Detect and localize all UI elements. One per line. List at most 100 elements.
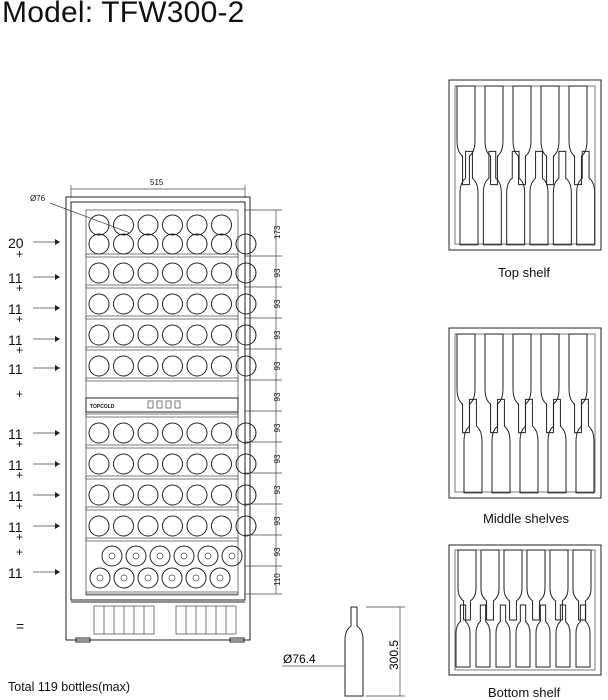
shelf-rail [85,377,239,382]
bottle-end [137,324,159,346]
shelf-bottle [547,398,567,494]
count-arrowhead [55,569,60,575]
page-title: Model: TFW300-2 [2,0,245,29]
bottle-end [113,484,134,506]
control-panel [85,397,239,413]
plus-sign: + [16,247,23,261]
bottle-end [186,233,208,255]
caption-middle-shelves: Middle shelves [483,511,569,526]
shelf-bottle [576,150,596,246]
bottle-end [162,484,183,506]
bottle-end [235,422,257,444]
bottle-end [88,515,110,537]
bottle-end-neck [204,552,212,560]
shelf-bottle [455,604,471,668]
bottle-end [125,545,147,567]
shelf-bottle [555,604,571,668]
shelf-bottle [512,333,532,434]
shelf-rail [85,253,239,258]
bottle-end [209,567,231,589]
bottle-end [113,453,134,475]
bottle-end-neck [180,552,188,560]
bottle-end [88,422,110,444]
bottle-end [113,214,134,236]
shelf-rail [85,537,239,542]
bottle-end [137,262,159,284]
shelf-bottle [568,85,588,186]
shelf-bottle [568,333,588,434]
diameter-label: Ø76 [30,194,46,203]
bottle-end [88,355,110,377]
vent-grille-right [175,605,237,635]
shelf-rail [85,346,239,351]
shelf-bottle [484,85,504,186]
shelf-count: 11 [8,488,23,504]
plus-sign: + [16,312,23,326]
bottle-end [113,355,134,377]
plus-sign: + [16,499,23,513]
cabinet-outline [65,196,251,641]
bottle-end [235,233,257,255]
dim-label: 110 [273,573,282,586]
count-arrowhead [55,305,60,311]
bottle-end [88,262,110,284]
bottle-end [235,293,257,315]
bottle-end [162,355,183,377]
shelf-bottle [484,333,504,434]
bottle-end [88,293,110,315]
bottle-profile [282,606,405,697]
bottle-end [211,233,232,255]
shelves [85,253,239,596]
bottle-end [113,324,134,346]
bottle-end [88,214,110,236]
bottle-end [186,515,208,537]
shelf-rail [85,591,239,596]
caption-top-shelf: Top shelf [498,265,551,280]
bottle-end [235,355,257,377]
bottle-end-neck [216,574,224,582]
bottle-end [137,515,159,537]
bottle-end [162,233,183,255]
bottle-end [211,324,232,346]
total-bottles: Total 119 bottles(max) [8,680,131,694]
count-arrowhead [55,336,60,342]
shelf-bottle [475,604,491,668]
bottle-end [211,355,232,377]
shelf-count: 11 [8,565,23,581]
shelf-tray [454,549,596,671]
shelf-count: 11 [8,332,23,348]
bottle-end [211,262,232,284]
plus-sign: + [16,545,23,559]
count-arrowhead [55,274,60,280]
shelf-bottle [456,333,476,434]
bottle-end [149,545,171,567]
shelf-bottle [549,549,569,621]
shelf-bottle [459,150,479,246]
shelf-frame [448,544,602,676]
shelf-bottle [535,604,551,668]
shelf-bottle [456,85,476,186]
bottle-diameter-label: Ø76.4 [283,652,316,666]
dim-label: 93 [273,516,282,525]
bottle-end [235,453,257,475]
bottle-end [211,293,232,315]
shelf-bottle [575,398,595,494]
bottle-end [137,484,159,506]
shelf-bottle [480,549,500,621]
bottle-end-neck [120,574,128,582]
shelf-rail [85,444,239,449]
bottle-end [137,233,159,255]
shelf-rail [85,506,239,511]
bottle-end [211,453,232,475]
shelf-bottle [503,549,523,621]
shelf-bottle [463,398,483,494]
foot-left [75,637,91,643]
shelf-rail [85,413,239,418]
bottle-end [161,567,183,589]
vent-grille-left [93,605,155,635]
bottle-end [235,484,257,506]
dim-label: 93 [273,547,282,556]
shelf-bottle [529,150,549,246]
dim-label: 93 [273,268,282,277]
bottle-end [162,453,183,475]
